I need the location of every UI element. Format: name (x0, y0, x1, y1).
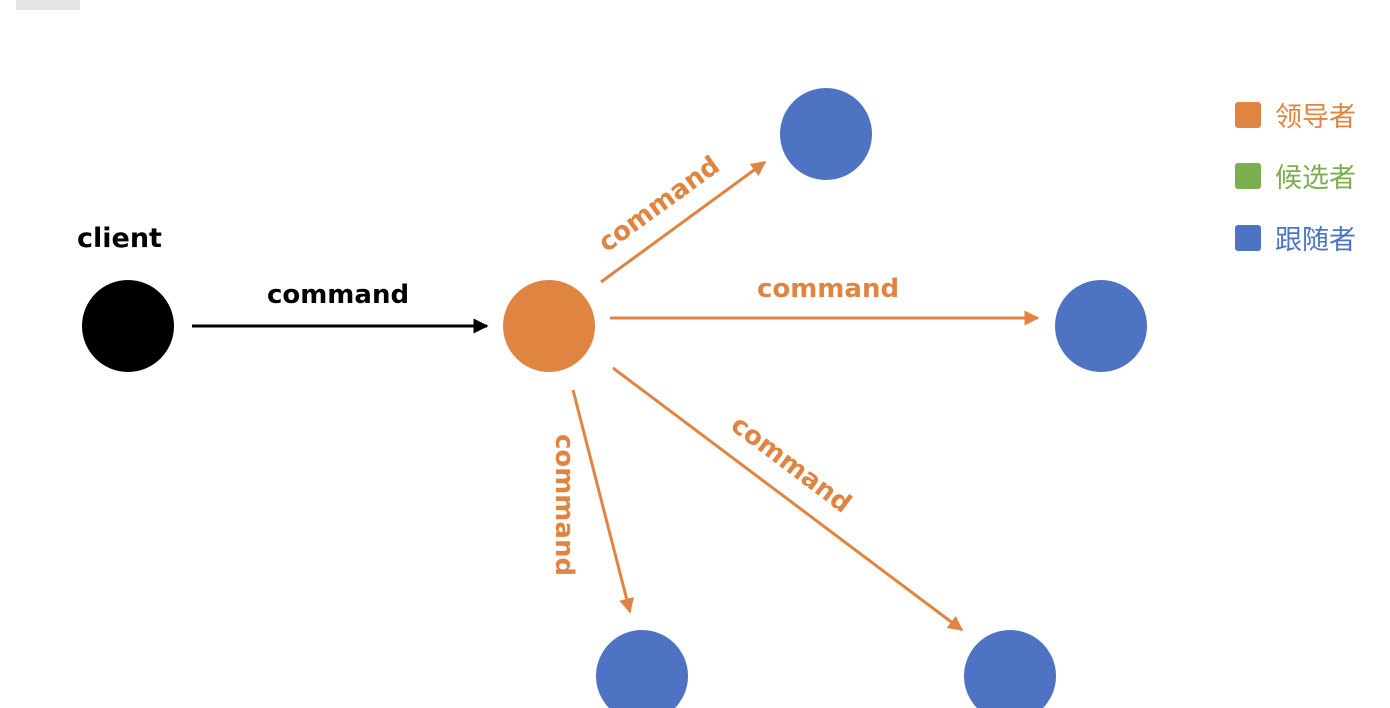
leader-node (503, 280, 595, 372)
arrow-leader-to-bottom-left (571, 389, 634, 614)
corner-tab (16, 0, 80, 10)
follower-node-bottom-left (596, 630, 688, 708)
legend-swatch-candidate (1235, 163, 1261, 189)
legend-swatch-leader (1235, 102, 1261, 128)
edge-label-to-right: command (757, 274, 899, 304)
arrow-leader-to-bottom-right (612, 366, 964, 632)
client-label: client (77, 223, 162, 254)
follower-node-right (1055, 280, 1147, 372)
edge-label-to-bottom-left: command (549, 434, 579, 576)
follower-node-top (780, 88, 872, 180)
legend-label-leader: 领导者 (1275, 102, 1356, 133)
edge-label-client-to-leader: command (267, 280, 409, 310)
legend-label-candidate: 候选者 (1275, 163, 1356, 194)
legend-swatch-follower (1235, 225, 1261, 251)
legend: 领导者 候选者 跟随者 (1235, 102, 1356, 256)
client-node (82, 280, 174, 372)
legend-label-follower: 跟随者 (1275, 225, 1356, 256)
arrow-leader-to-top (600, 160, 767, 284)
follower-node-bottom-right (964, 630, 1056, 708)
